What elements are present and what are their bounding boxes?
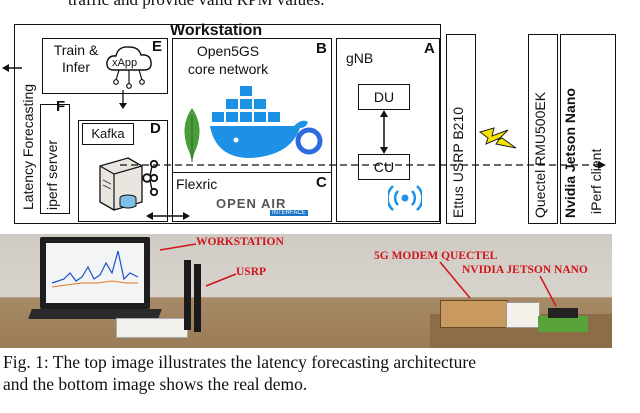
xapp-to-kafka-arrow-icon: [119, 90, 127, 109]
xapp-label: xApp: [112, 57, 138, 69]
oai-logo-text: OPEN AIR: [216, 196, 287, 211]
modem-device: [506, 302, 540, 328]
usrp-photo-label: USRP: [236, 266, 267, 278]
wireless-bolt-icon: [478, 127, 517, 149]
usrp-antenna-2: [194, 264, 201, 332]
caption-line-2: and the bottom image shows the real demo…: [3, 374, 308, 394]
jetson-board: [538, 316, 588, 332]
infer-text: Infer: [61, 59, 90, 75]
ring-logo-icon: [295, 127, 323, 155]
iperf-server-label: iperf server: [44, 139, 60, 210]
workstation-title: Workstation: [170, 22, 263, 39]
train-text: Train &: [53, 42, 99, 58]
box-b: [172, 38, 332, 184]
architecture-diagram: Workstation Latency Forecasting Train & …: [0, 14, 640, 234]
caption-line-1: Fig. 1: The top image illustrates the la…: [3, 352, 476, 372]
iperf-client-label: iPerf client: [588, 148, 604, 214]
d-c-double-arrow-icon: [146, 212, 190, 220]
du-cu-arrow-icon: [380, 110, 388, 154]
jetson-photo-label: NVIDIA JETSON NANO: [462, 264, 588, 276]
jetson-box: [560, 34, 616, 224]
gnb-label: gNB: [346, 50, 374, 66]
laptop-plot-icon: [51, 250, 139, 288]
workstation-photo-label: WORKSTATION: [196, 236, 284, 248]
demo-photo: WORKSTATION USRP 5G MODEM QUECTEL NVIDIA…: [0, 234, 612, 348]
letter-a: A: [424, 40, 435, 57]
laptop-screen: [46, 243, 144, 303]
kafka-box: Kafka: [82, 123, 134, 145]
jetson-label: Nvidia Jetson Nano: [562, 88, 578, 218]
kafka-server-icon: [99, 157, 159, 211]
xapp-cloud-icon: [106, 46, 152, 89]
quectel-label: Quectel RMU500EK: [532, 91, 548, 218]
box-f: [40, 104, 70, 214]
flexric-label: Flexric: [176, 176, 218, 192]
letter-b: B: [316, 40, 327, 57]
jetson-heatsink: [548, 308, 578, 318]
radio-signal-icon: [388, 185, 422, 211]
mongodb-leaf-icon: [184, 108, 200, 162]
usrp-box: [446, 34, 476, 224]
open5gs-text: Open5GS: [196, 43, 260, 59]
letter-d: D: [150, 120, 161, 137]
letter-e: E: [152, 38, 163, 55]
usrp-antenna-1: [184, 260, 191, 330]
docker-whale-icon: [210, 86, 308, 158]
train-infer-label: Train & Infer: [46, 42, 106, 76]
core-network-text: core network: [187, 61, 269, 77]
cut-text-line: traffic and provide valid RPM values.: [68, 0, 325, 10]
data-path-dashed-line: [120, 161, 606, 169]
letter-c: C: [316, 174, 327, 191]
latency-forecasting-label: Latency Forecasting: [20, 83, 36, 210]
output-arrow-icon: [2, 64, 22, 72]
open5gs-label: Open5GS core network: [178, 42, 278, 78]
modem-photo-label: 5G MODEM QUECTEL: [374, 250, 498, 262]
photo-pointer-lines: [159, 243, 557, 307]
oai-logo-subtext: INTERFACE: [270, 210, 308, 216]
quectel-box: [528, 34, 558, 224]
letter-f: F: [56, 98, 66, 115]
du-box: DU: [358, 84, 410, 110]
cu-box: CU: [358, 154, 410, 180]
